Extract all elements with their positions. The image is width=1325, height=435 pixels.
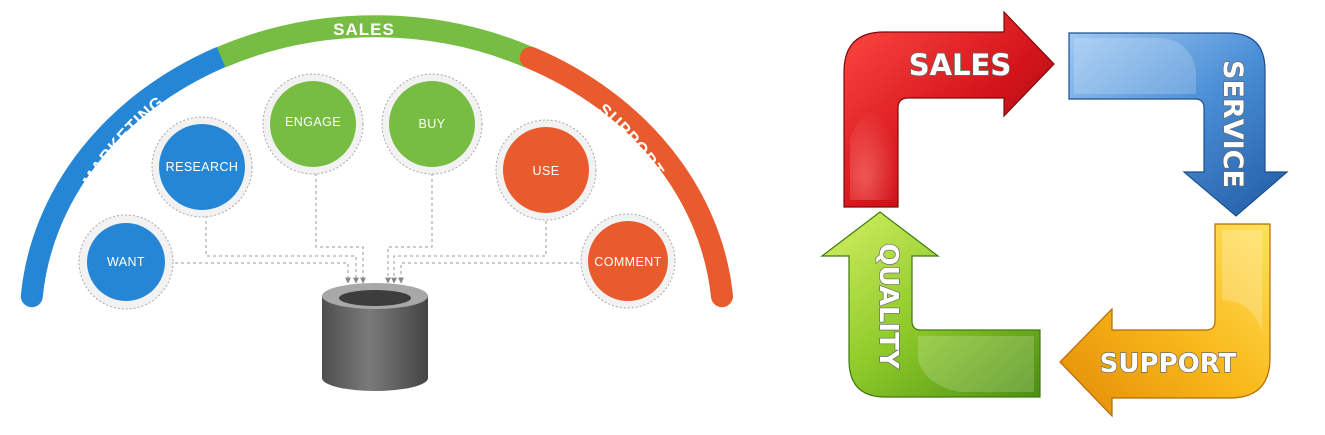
node-research: RESEARCH — [151, 116, 253, 218]
cycle-label-quality: QUALITY — [873, 243, 903, 370]
node-engage-circle — [270, 81, 356, 167]
connector-lines — [175, 173, 585, 284]
node-comment: COMMENT — [580, 213, 676, 309]
connector-comment — [398, 262, 585, 284]
node-buy: BUY — [381, 73, 483, 175]
node-research-label: RESEARCH — [166, 160, 239, 174]
connector-buy — [385, 173, 433, 284]
node-comment-label: COMMENT — [594, 255, 661, 269]
connector-want — [175, 262, 351, 284]
node-buy-label: BUY — [419, 117, 446, 131]
node-buy-circle — [389, 81, 475, 167]
arc-support-segment — [519, 46, 733, 308]
connector-use — [391, 215, 547, 284]
cycle-arrow-quality: QUALITY — [820, 211, 1041, 398]
arc-label-sales: SALES — [333, 20, 395, 39]
cycle-arrow-service: SERVICE — [1068, 32, 1289, 217]
node-use: USE — [495, 119, 597, 221]
node-want-circle — [87, 223, 165, 301]
database-icon — [322, 283, 428, 391]
cycle-label-sales: SALES — [909, 48, 1012, 82]
cycle-arrow-sales: SALES — [843, 10, 1055, 208]
arc-marketing-segment — [20, 46, 231, 308]
node-comment-circle — [588, 221, 668, 301]
cycle-label-service: SERVICE — [1217, 60, 1248, 188]
node-engage: ENGAGE — [262, 73, 364, 175]
node-research-circle — [159, 124, 245, 210]
cycle-label-support: SUPPORT — [1100, 349, 1237, 379]
cycle-arrow-support: SUPPORT — [1059, 223, 1271, 418]
business-cycle-diagram: SALES SERVICE SUPPORT QUALITY — [820, 10, 1289, 418]
node-use-label: USE — [533, 164, 560, 178]
node-want-label: WANT — [107, 255, 145, 269]
node-want: WANT — [78, 214, 174, 310]
customer-journey-diagram: MARKETING SALES SUPPORT WANT RESEARCH — [20, 15, 733, 391]
arc-sales-segment — [216, 15, 534, 68]
node-engage-label: ENGAGE — [285, 115, 341, 129]
node-use-circle — [503, 127, 589, 213]
connector-research — [205, 215, 359, 284]
connector-engage — [315, 173, 366, 284]
